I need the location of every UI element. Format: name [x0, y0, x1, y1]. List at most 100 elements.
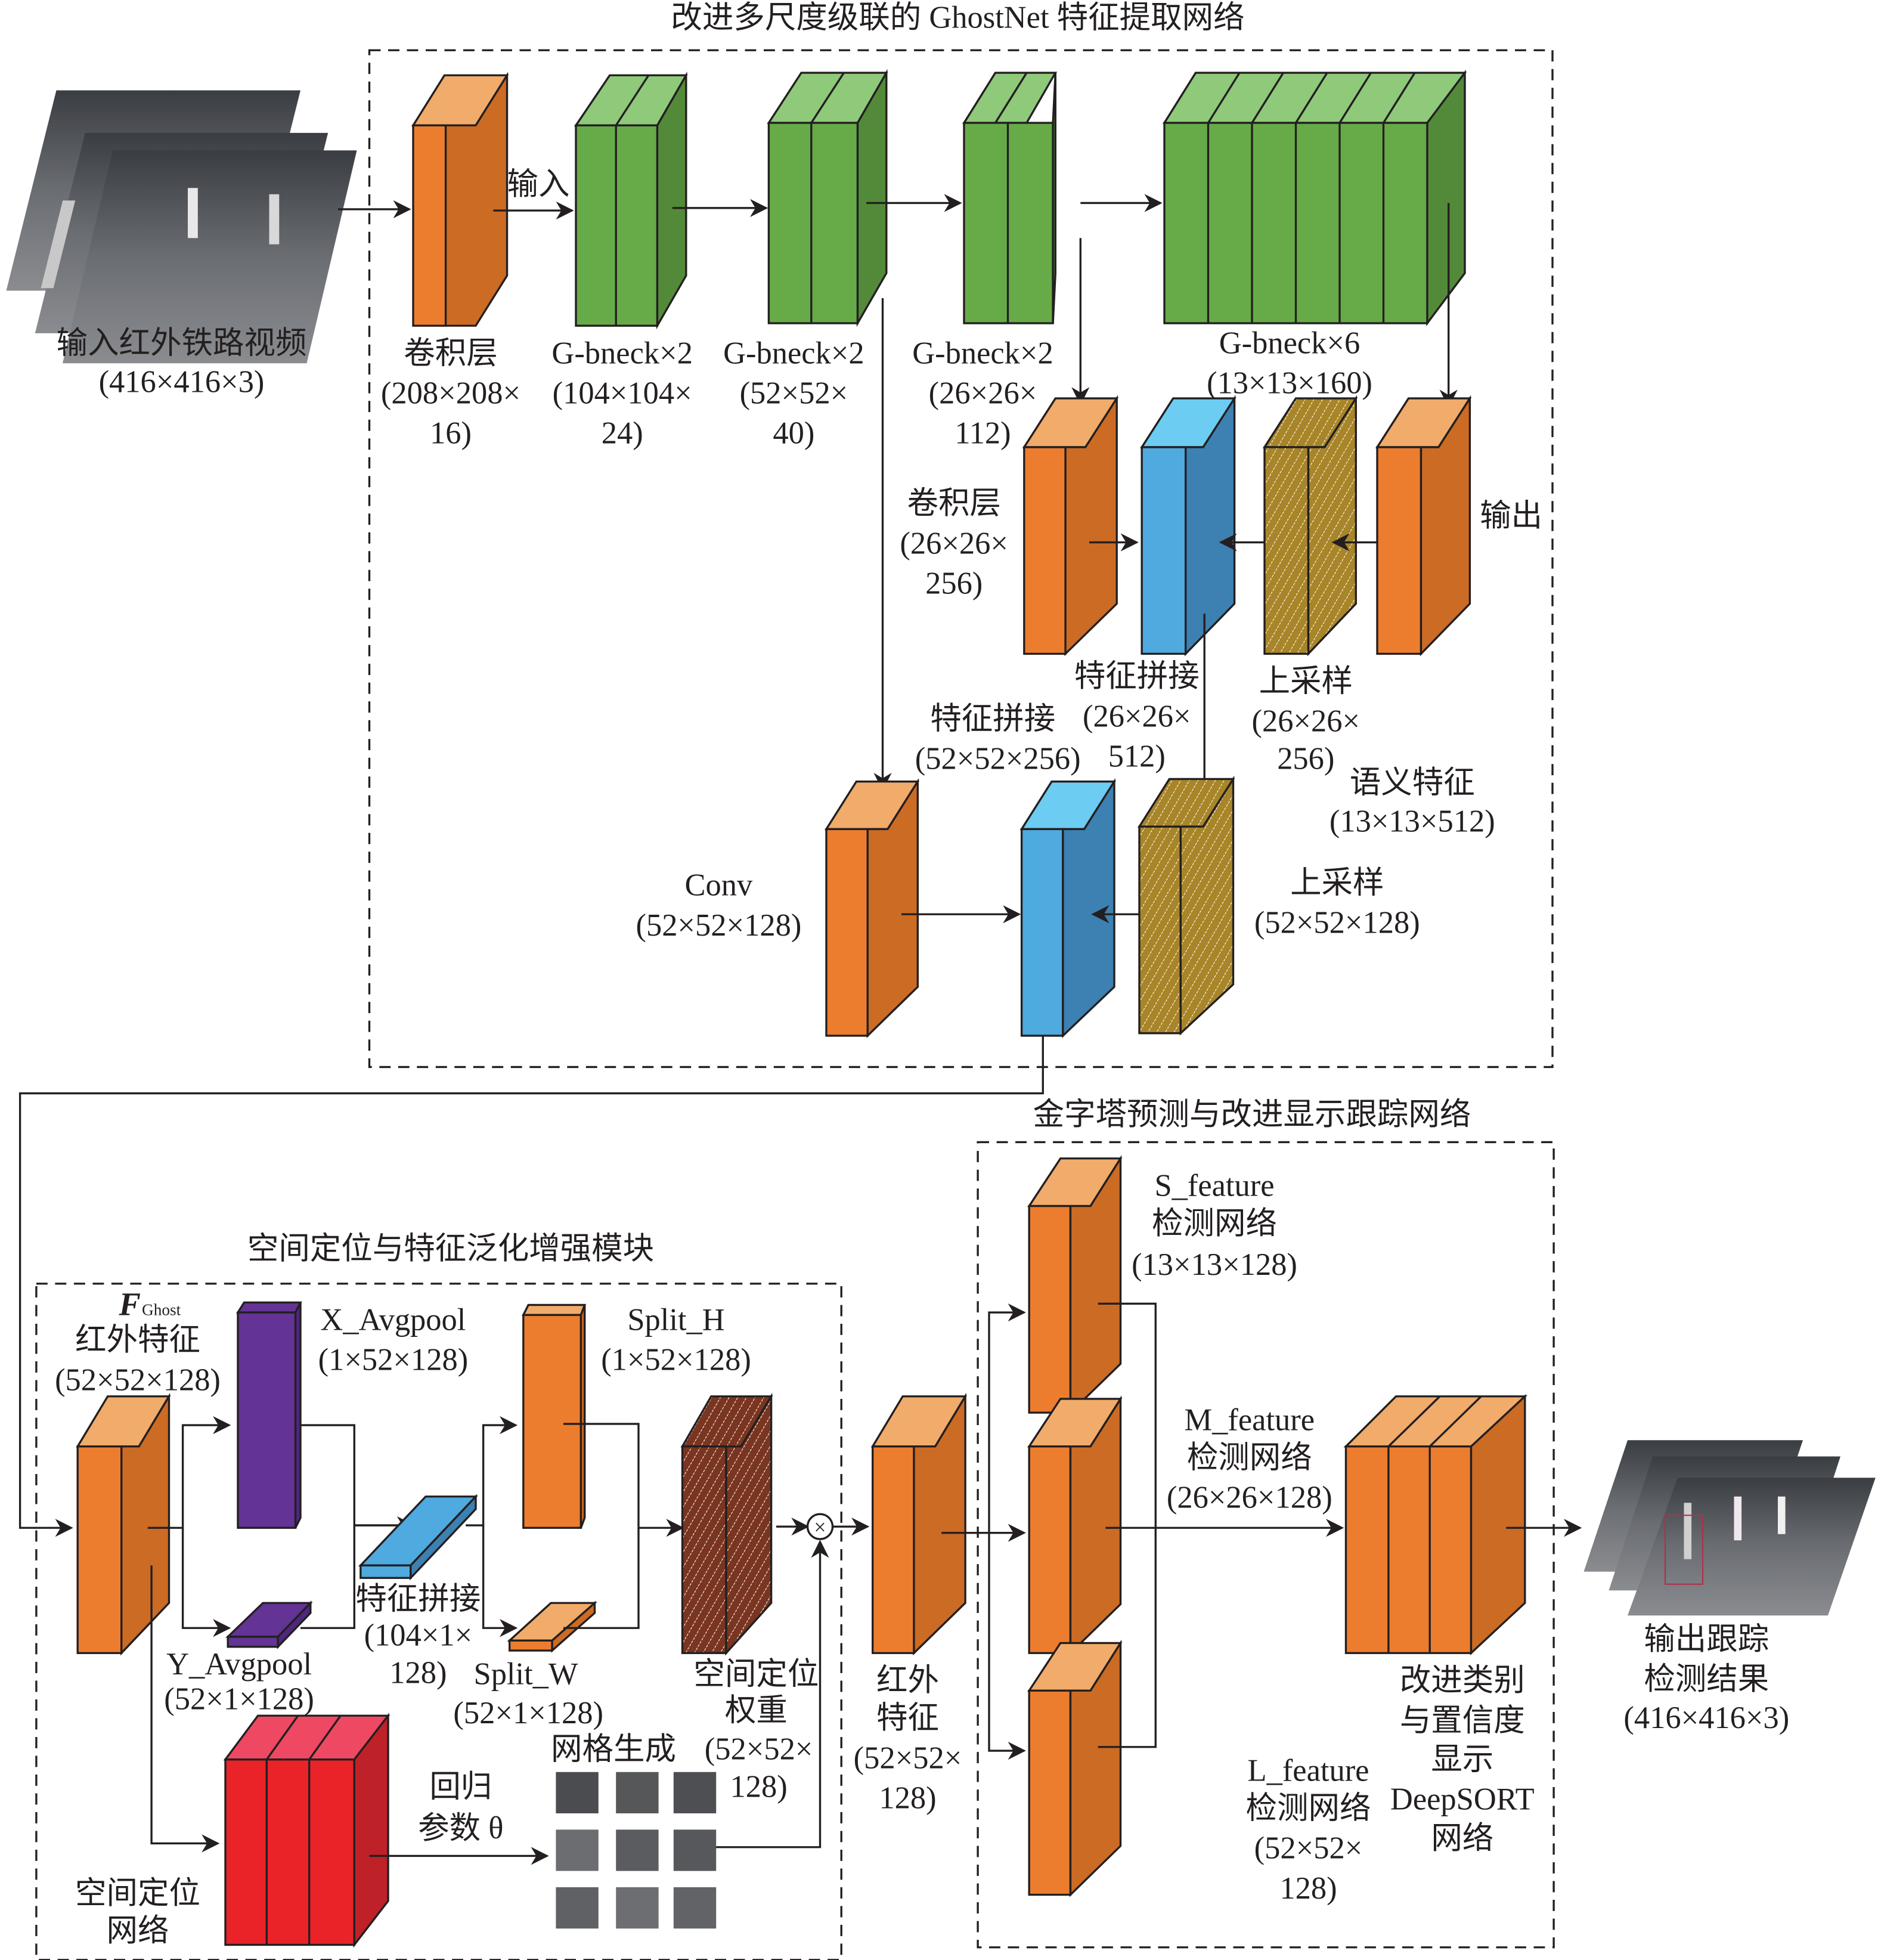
- ir-feature-l2: 特征: [876, 1701, 939, 1735]
- upsample52-dims: (52×52×128): [1254, 906, 1420, 940]
- arrow-concat-to-splitw: [482, 1525, 518, 1637]
- multiply-node: ×: [806, 1513, 834, 1540]
- yavgpool-block: [225, 1600, 313, 1649]
- concat52-name: 特征拼接: [930, 701, 1055, 736]
- line-s-l-merge: [1098, 1302, 1157, 1748]
- spatial-title: 空间定位与特征泛化增强模块: [247, 1231, 654, 1266]
- gbneck3-block: [962, 72, 1058, 324]
- l-feature-dims1: (52×52×: [1254, 1831, 1363, 1866]
- input-video-label: 输入红外铁路视频: [57, 326, 307, 360]
- output-video-frames: [1583, 1440, 1876, 1616]
- ir-feature-l3: (52×52×: [854, 1741, 962, 1775]
- ghostnet-title: 改进多尺度级联的 GhostNet 特征提取网络: [671, 0, 1244, 35]
- upsample52-block: [1137, 775, 1235, 1036]
- grid-thumbnails: [556, 1772, 717, 1929]
- conv52-dims: (52×52×128): [636, 908, 801, 943]
- gbneck4-name: G-bneck×6: [1219, 326, 1361, 360]
- line-xavg-to-concat: [300, 1424, 405, 1526]
- concat-feature-name: 特征拼接: [355, 1582, 481, 1617]
- arrow-splith-to-weight: [563, 1423, 684, 1537]
- conv1-block: [411, 72, 509, 327]
- deepsort-l2: 与置信度: [1400, 1703, 1525, 1738]
- gbneck3-dims1: (26×26×: [929, 376, 1037, 410]
- gbneck3-dims2: 112): [955, 416, 1011, 451]
- pyramid-frame: [977, 1141, 1555, 1949]
- upsample26-name: 上采样: [1259, 664, 1353, 698]
- upsample26-dims2: 256): [1277, 742, 1334, 776]
- arrow-ir-to-l: [988, 1532, 1026, 1760]
- xavgpool-dims: (1×52×128): [318, 1343, 469, 1377]
- splith-block: [522, 1303, 587, 1529]
- conv52-block: [824, 778, 920, 1038]
- conv26-block: [1022, 395, 1119, 657]
- fghost-feat-name: 红外特征: [75, 1323, 200, 1357]
- connector-ghostnet-to-spatial: [18, 1035, 1044, 1537]
- output-l1: 输出跟踪: [1644, 1622, 1769, 1656]
- gbneck1-name: G-bneck×2: [551, 336, 693, 370]
- conv52-name: Conv: [685, 868, 753, 903]
- concat-feature-dims2: 128): [389, 1656, 447, 1690]
- arrow-fghost-to-yavg: [181, 1528, 231, 1637]
- concat26-dims1: (26×26×: [1083, 699, 1191, 733]
- gbneck3-name: G-bneck×2: [912, 336, 1053, 370]
- ghostnet-frame: [368, 49, 1554, 1069]
- splitw-block: [507, 1600, 597, 1653]
- weight-dims2: 128): [730, 1770, 787, 1804]
- concat26-dims2: 512): [1108, 739, 1166, 773]
- multiply-symbol: ×: [814, 1515, 826, 1539]
- regress-line2: 参数 θ: [418, 1811, 503, 1846]
- l-feature-name: L_feature: [1248, 1753, 1369, 1788]
- deepsort-l3: 显示: [1431, 1742, 1493, 1777]
- l-feature-dims2: 128): [1279, 1871, 1337, 1906]
- locnet-name1: 空间定位: [75, 1876, 200, 1911]
- l-feature-sub: 检测网络: [1246, 1791, 1371, 1825]
- gbneck4-dims: (13×13×160): [1207, 366, 1372, 401]
- output-dims: (416×416×3): [1623, 1701, 1789, 1735]
- gbneck4-block: [1162, 70, 1467, 327]
- concat26-block: [1140, 395, 1236, 657]
- fghost-block: [76, 1392, 171, 1656]
- conv1-dims1: (208×208×: [381, 376, 520, 410]
- s-feature-dims: (13×13×128): [1132, 1247, 1297, 1282]
- s-feature-sub: 检测网络: [1152, 1206, 1277, 1241]
- output-l2: 检测结果: [1644, 1662, 1769, 1696]
- xavgpool-block: [235, 1301, 302, 1529]
- locnet-name2: 网络: [107, 1913, 169, 1948]
- input-video-frames: [6, 90, 357, 364]
- conv26-name: 卷积层: [907, 486, 1000, 521]
- upsample52-name: 上采样: [1290, 866, 1384, 900]
- m-feature-block: [1027, 1395, 1123, 1656]
- concat-feature-block: [358, 1494, 478, 1581]
- ir-feature-l1: 红外: [876, 1663, 939, 1698]
- concat52-dims: (52×52×256): [915, 742, 1081, 776]
- gbneck1-dims1: (104×104×: [553, 376, 692, 410]
- m-feature-sub: 检测网络: [1187, 1440, 1312, 1475]
- deepsort-l5: 网络: [1431, 1821, 1493, 1856]
- s-feature-block: [1027, 1154, 1123, 1416]
- m-feature-dims: (26×26×128): [1167, 1481, 1332, 1515]
- deepsort-l4: DeepSORT: [1390, 1782, 1535, 1817]
- yavgpool-dims: (52×1×128): [164, 1682, 314, 1717]
- gbneck2-dims2: 40): [773, 416, 814, 451]
- gbneck1-block: [574, 71, 688, 330]
- weight-dims1: (52×52×: [705, 1732, 813, 1767]
- input-video-dims: (416×416×3): [99, 365, 265, 400]
- concat-feature-dims1: (104×1×: [364, 1618, 473, 1653]
- conv1-dims2: 16): [430, 416, 472, 451]
- output13-block: [1375, 395, 1472, 657]
- arrow-ir-to-s: [988, 1303, 1026, 1533]
- regress-line1: 回归: [429, 1770, 492, 1804]
- grid-name: 网格生成: [551, 1732, 676, 1767]
- conv1-name: 卷积层: [404, 336, 497, 370]
- pyramid-title: 金字塔预测与改进显示跟踪网络: [1033, 1097, 1471, 1132]
- semantic-dims: (13×13×512): [1330, 804, 1495, 839]
- conv26-dims1: (26×26×: [900, 526, 1008, 561]
- weight-name1: 空间定位: [693, 1657, 819, 1692]
- conv26-dims2: 256): [925, 566, 983, 601]
- ir-feature-l4: 128): [879, 1781, 936, 1816]
- splith-dims: (1×52×128): [601, 1343, 751, 1377]
- concat52-block: [1019, 778, 1117, 1038]
- xavgpool-name: X_Avgpool: [320, 1302, 466, 1337]
